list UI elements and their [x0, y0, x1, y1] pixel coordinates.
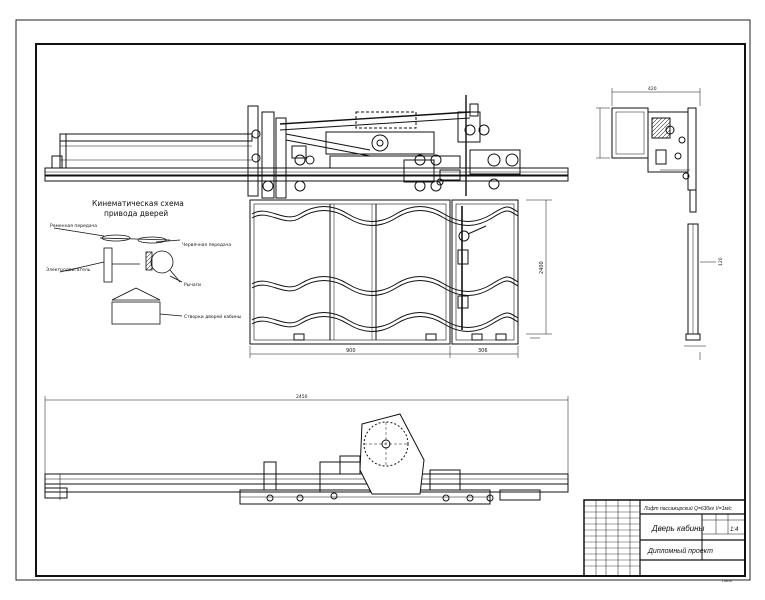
label-motor: Электродвигатель — [46, 267, 91, 273]
inner-frame — [35, 43, 746, 577]
dim-overall-length: 2450 — [296, 394, 308, 400]
side-view — [596, 88, 716, 360]
dim-door-width: 900 — [346, 348, 356, 354]
kinematic-scheme: Кинематическая схема привода дверей Реме… — [46, 199, 242, 325]
kinematic-title-line2: привода дверей — [104, 209, 168, 218]
label-door-leaves: Створки дверей кабины — [184, 313, 242, 320]
dim-door-gap: 306 — [478, 348, 488, 354]
operator-top-view — [44, 95, 569, 199]
dim-door-height: 2400 — [539, 261, 545, 274]
door-panels-view — [249, 199, 552, 358]
title-project: Лифт пассажирский Q=630кг V=1м/с — [643, 505, 732, 512]
dim-side-width: 420 — [648, 86, 657, 92]
label-belt-drive: Ременная передача — [50, 223, 97, 229]
dim-side-small: 120 — [718, 257, 724, 266]
assembly-bottom-view — [44, 396, 569, 505]
outer-frame — [15, 19, 751, 581]
label-worm-gear: Червячная передача — [182, 242, 231, 248]
title-sheet: Лист — [721, 578, 733, 583]
title-drawing-name: Дверь кабины — [651, 524, 705, 533]
title-subtitle: Дипломный проект — [647, 547, 713, 555]
title-scale: 1:4 — [730, 527, 739, 533]
label-levers: Рычаги — [184, 282, 201, 288]
title-block — [583, 499, 746, 577]
kinematic-title-line1: Кинематическая схема — [92, 199, 184, 208]
